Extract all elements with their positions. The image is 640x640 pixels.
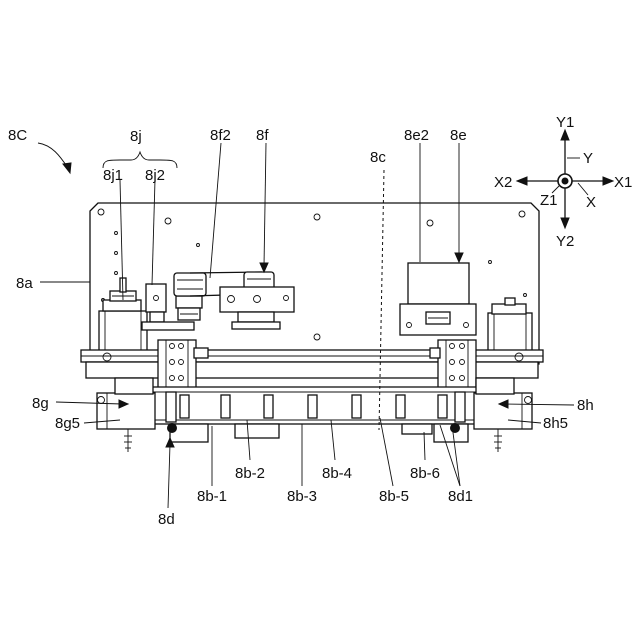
- label-8b-5: 8b-5: [379, 488, 409, 505]
- coordinate-axes: [517, 130, 613, 228]
- label-8d1: 8d1: [448, 488, 473, 505]
- roller-8d1: [451, 424, 460, 433]
- label-8b-6: 8b-6: [410, 465, 440, 482]
- label-8j1: 8j1: [103, 167, 123, 184]
- label-8b-2: 8b-2: [235, 465, 265, 482]
- axis-label-y2: Y2: [556, 233, 574, 250]
- label-8f: 8f: [256, 127, 269, 144]
- label-8g5: 8g5: [55, 415, 80, 432]
- motor-8e: [400, 263, 476, 335]
- axis-label-x: X: [586, 194, 596, 211]
- label-8d: 8d: [158, 511, 175, 528]
- axis-label-z1: Z1: [540, 192, 558, 209]
- label-8b-1: 8b-1: [197, 488, 227, 505]
- label-8h5: 8h5: [543, 415, 568, 432]
- label-8b-4: 8b-4: [322, 465, 352, 482]
- label-8c: 8c: [370, 149, 386, 166]
- roller-8d: [168, 424, 177, 433]
- axis-label-y: Y: [583, 150, 593, 167]
- label-8e: 8e: [450, 127, 467, 144]
- bottom-bar-8b: [150, 387, 480, 442]
- axis-label-x1: X1: [614, 174, 632, 191]
- label-8a: 8a: [16, 275, 33, 292]
- label-8f2: 8f2: [210, 127, 231, 144]
- label-8h: 8h: [577, 397, 594, 414]
- label-8g: 8g: [32, 395, 49, 412]
- end-block-8h: [474, 378, 532, 452]
- label-8j: 8j: [130, 128, 142, 145]
- axis-label-x2: X2: [494, 174, 512, 191]
- label-8b-3: 8b-3: [287, 488, 317, 505]
- end-block-8g: [97, 378, 155, 452]
- axis-label-y1: Y1: [556, 114, 574, 131]
- label-fig-id: 8C: [8, 127, 27, 144]
- label-8e2: 8e2: [404, 127, 429, 144]
- label-8j2: 8j2: [145, 167, 165, 184]
